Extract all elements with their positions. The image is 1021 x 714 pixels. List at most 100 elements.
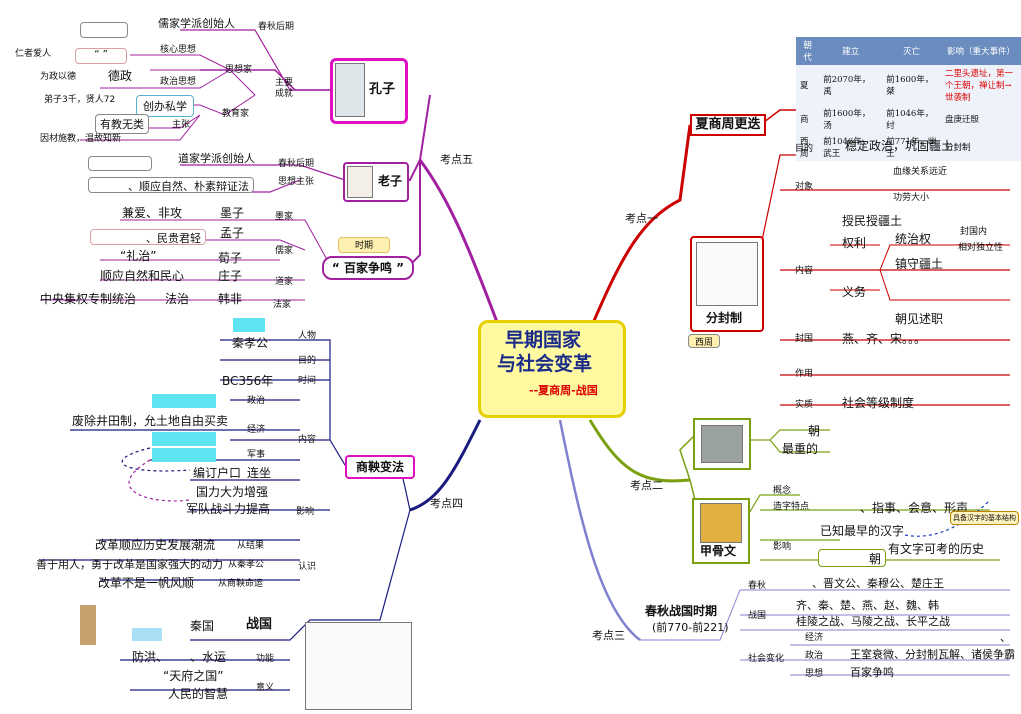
dao-school: 道家 [275, 277, 294, 287]
k3-pol-val: 王室衰微、分封制瓦解、诸侯争霸 [850, 648, 1015, 661]
k2-influence: 影响 [773, 542, 792, 552]
k3-battles: 桂陵之战、马陵之战、长平之战 [796, 615, 950, 628]
ff-right2: 统治权 [895, 232, 932, 246]
xiashangzhou-node: 夏商周更迭 [690, 114, 766, 136]
mozi-idea: 兼爱、非攻 [122, 206, 183, 220]
k2-feature: 造字特点 [773, 502, 810, 512]
dj-wisdom: 人民的智慧 [168, 687, 229, 701]
baijia-node: “ 百家争鸣 ” [322, 256, 414, 280]
kongzi-period: 春秋后期 [258, 22, 295, 32]
center-subtitle: --夏商周-战国 [529, 384, 598, 397]
kongzi-de: 德政 [108, 69, 133, 83]
kongzi-de-note: 为政以德 [40, 72, 77, 82]
kaodian-5: 考点五 [440, 153, 473, 166]
ff-object: 对象 [795, 182, 814, 192]
ff-obj2: 功劳大小 [893, 193, 930, 203]
kaodian-1: 考点一 [625, 212, 658, 225]
td: 前1046年，武王 [819, 133, 883, 161]
k2-feature-val: 、指事、会意、形声 [860, 501, 969, 515]
k2-heaviest: 最重的 [782, 442, 819, 456]
zhuangzi: 庄子 [218, 269, 243, 283]
mo-school: 墨家 [275, 212, 294, 222]
td: 二里头遗址，第一个王朝，禅让制→世袭制 [941, 65, 1021, 105]
laozi-portrait [347, 166, 373, 198]
ff-r2a: 封国内 [960, 227, 988, 237]
kongzi-core-quote[interactable]: “ ” [75, 48, 127, 64]
sy-military: 军事 [247, 450, 266, 460]
kongzi-blank-1[interactable] [80, 22, 128, 38]
fa-school: 法家 [273, 300, 292, 310]
kongzi-advocate: 主张 [172, 120, 191, 130]
hanfei-idea: 中央集权专制统治 [40, 292, 137, 306]
kongzi-politics: 政治思想 [160, 77, 197, 87]
dj-state: 秦国 [190, 619, 215, 633]
dj-era: 战国 [246, 617, 273, 632]
bronze-ding-image [701, 425, 743, 463]
fenfeng-diagram [696, 242, 758, 306]
kongzi-private-school: 创办私学 [136, 95, 194, 117]
sy-recog: 认识 [298, 562, 317, 572]
td: 前1046年，纣 [882, 105, 941, 133]
kongzi-main: 主要成就 [275, 78, 294, 99]
kongzi-node: 孔子 [330, 58, 408, 124]
ff-obj1: 血缘关系远近 [893, 167, 948, 177]
kongzi-portrait [335, 63, 365, 117]
ff-essence-val: 社会等级制度 [842, 396, 915, 410]
laozi-idea: 思想主张 [278, 177, 315, 187]
center-title-2: 与社会变革 [497, 353, 593, 375]
k3-seven: 齐、秦、楚、燕、赵、魏、韩 [796, 599, 939, 612]
ff-duty2: 朝见述职 [895, 312, 944, 326]
sy-blank-1 [233, 318, 265, 332]
sy-time-val: BC356年 [222, 374, 274, 388]
sy-politics: 政治 [247, 396, 266, 406]
laozi-label: 老子 [378, 174, 403, 188]
k3-thought-val: 百家争鸣 [850, 666, 894, 679]
td: 前1600年，桀 [882, 65, 941, 105]
ff-purpose-val: 稳定政治，巩固疆土 [845, 139, 954, 153]
ff-right: 权利 [842, 236, 867, 250]
dj-function: 功能 [256, 654, 275, 664]
jiagu-label: 甲骨文 [700, 544, 737, 558]
sy-economy: 经济 [247, 425, 266, 435]
sy-r2-from: 从秦孝公 [228, 560, 265, 570]
sy-r2: 善于用人，勇于改革是国家强大的动力 [36, 558, 223, 571]
k3-eco-mark: 、 [1000, 631, 1011, 644]
laozi-node: 老子 [343, 162, 409, 202]
sy-effect: 影响 [296, 507, 315, 517]
k3-chunqiu: 春秋 [748, 581, 767, 591]
oracle-bone-image [700, 503, 742, 543]
sy-r3: 改革不是一帆风顺 [98, 576, 195, 590]
td: 前2070年，禹 [819, 65, 883, 105]
laozi-founder: 道家学派创始人 [178, 152, 255, 165]
sy-huji: 编订户口 [193, 466, 242, 480]
fenfeng-tag: 西周 [688, 334, 720, 348]
sy-lianzuo: 连坐 [247, 466, 272, 480]
td: 西周 [796, 133, 820, 161]
sy-person: 人物 [298, 331, 317, 341]
mengzi: 孟子 [220, 226, 245, 240]
shangyang-node: 商鞅变法 [345, 455, 415, 479]
fenfeng-node: 分封制 [690, 236, 764, 332]
laozi-idea-box: 、顺应自然、朴素辩证法 [88, 177, 254, 193]
ff-duty1: 镇守疆土 [895, 257, 944, 271]
dj-meaning: 意义 [256, 683, 275, 693]
laozi-blank[interactable] [88, 156, 152, 171]
k3-society: 社会变化 [748, 654, 785, 664]
ff-purpose: 目的 [795, 144, 814, 154]
k3-title: 春秋战国时期 [645, 604, 718, 618]
k2-concept: 概念 [773, 486, 792, 496]
kaodian-3: 考点三 [592, 629, 625, 642]
k3-zhanguo: 战国 [748, 611, 767, 621]
libing-statue [80, 605, 96, 645]
xunzi-idea: “礼治” [120, 249, 157, 263]
sy-r1: 改革顺应历史发展潮流 [95, 538, 216, 552]
kongzi-thinker: 思想家 [225, 65, 253, 75]
kongzi-youjiao: 有教无类 [95, 114, 149, 134]
dj-fanghong: 防洪、 [132, 650, 169, 664]
td: 盘庚迁殷 [941, 105, 1021, 133]
ff-effect: 作用 [795, 369, 814, 379]
bronze-node [693, 418, 751, 470]
th-3: 影响（重大事件） [941, 37, 1021, 65]
sy-economy-val: 废除井田制，允土地自由买卖 [72, 414, 229, 428]
center-title-1: 早期国家 [505, 329, 582, 351]
